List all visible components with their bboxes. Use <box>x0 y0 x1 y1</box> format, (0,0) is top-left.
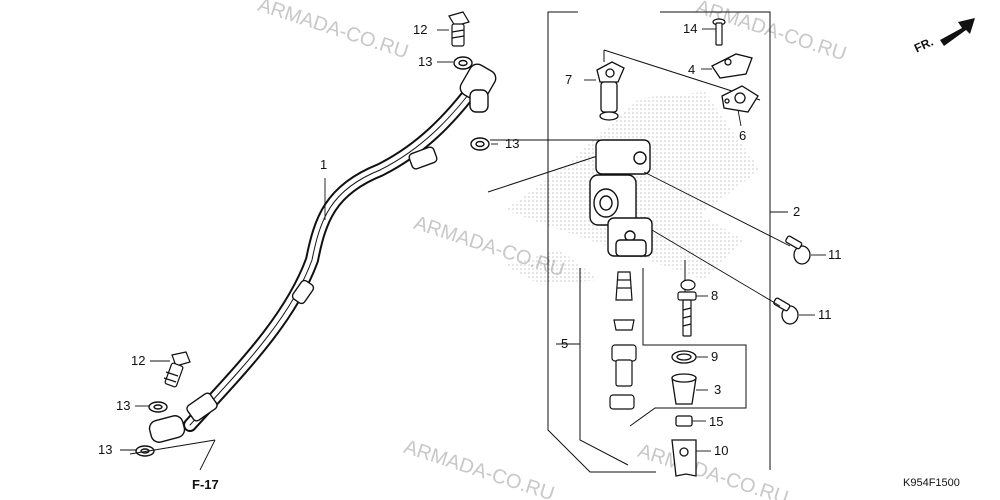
callout-14: 14 <box>683 21 698 36</box>
callout-12b: 12 <box>131 353 146 368</box>
callout-13a: 13 <box>418 54 433 69</box>
callout-15: 15 <box>709 414 724 429</box>
callout-3: 3 <box>714 382 722 397</box>
callout-6: 6 <box>739 128 747 143</box>
reservoir-joint <box>596 61 625 121</box>
callout-11a: 11 <box>828 247 842 262</box>
piston-set <box>609 271 637 410</box>
pushrod <box>677 279 697 337</box>
callout-12a: 12 <box>413 22 428 37</box>
diagram-code: K954F1500 <box>903 477 960 489</box>
callout-7: 7 <box>565 72 573 87</box>
banjo-bolt-upper <box>448 11 470 47</box>
callout-4: 4 <box>688 62 696 77</box>
callout-5: 5 <box>561 336 569 351</box>
banjo-bolt-lower <box>163 351 191 388</box>
callout-2: 2 <box>793 204 801 219</box>
callout-13b: 13 <box>505 136 520 151</box>
callout-8: 8 <box>711 288 719 303</box>
reservoir-cover <box>711 53 759 113</box>
brake-hose <box>148 63 497 443</box>
leader-lines <box>120 28 826 471</box>
sealing-washer-hole <box>458 59 468 67</box>
callout-9: 9 <box>711 349 719 364</box>
nut <box>675 415 693 427</box>
screw <box>712 18 726 46</box>
callout-1: 1 <box>320 157 328 172</box>
reference-label: F-17 <box>192 477 219 492</box>
callout-10: 10 <box>714 443 729 458</box>
mounting-bolt <box>773 235 811 325</box>
callout-13c: 13 <box>116 398 131 413</box>
master-cylinder-body <box>589 139 653 257</box>
forward-arrow-icon <box>940 18 975 46</box>
callout-11b: 11 <box>818 307 832 322</box>
clevis-joint <box>671 439 697 477</box>
callout-13d: 13 <box>98 442 113 457</box>
